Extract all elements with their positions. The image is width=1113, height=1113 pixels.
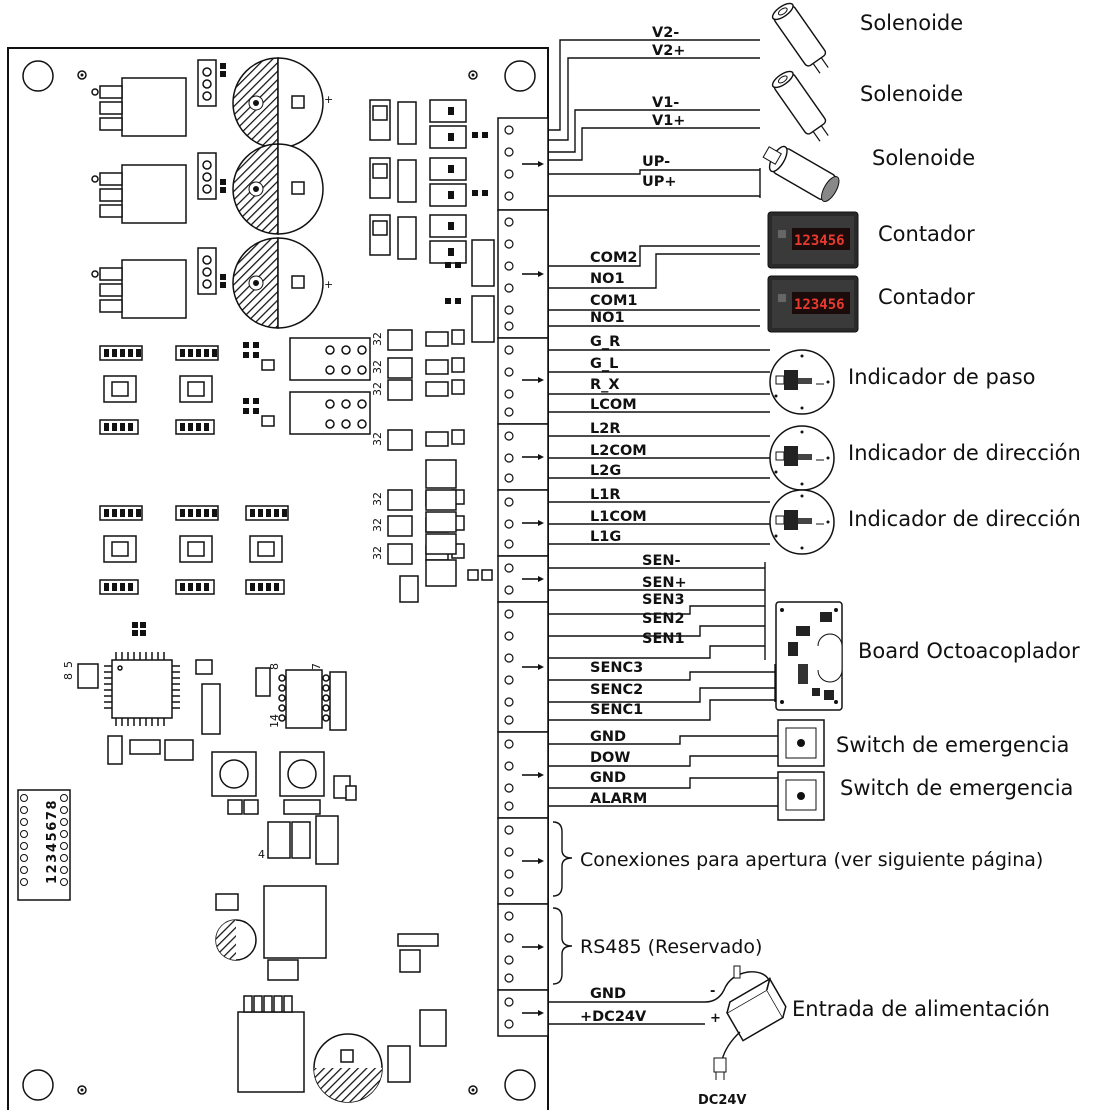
dip-pin-8: 8 <box>268 663 281 670</box>
reg-pin-4: 4 <box>258 848 265 861</box>
label-sen-plus: SEN+ <box>642 575 687 591</box>
label-sen1: SEN1 <box>642 631 685 647</box>
label-g-r: G_R <box>590 334 620 350</box>
mounting-hole <box>504 1069 536 1101</box>
direction-indicator-2: Indicador de dirección <box>769 489 1081 555</box>
relay-packs: 32 <box>370 329 493 603</box>
mounting-hole <box>504 60 536 92</box>
label-l2g: L2G <box>590 463 621 479</box>
direction-indicator-1-label: Indicador de dirección <box>848 441 1081 465</box>
solenoid-3: Solenoide <box>762 145 975 202</box>
label-dow: DOW <box>590 750 630 766</box>
label-sen2: SEN2 <box>642 611 685 627</box>
direction-indicator-1: Indicador de dirección <box>769 425 1081 491</box>
relays <box>243 337 371 435</box>
adapter-voltage-label: DC24V <box>698 1093 746 1108</box>
wire-labels: V2- V2+ V1- V1+ UP- UP+ COM2 NO1 COM1 NO… <box>580 25 687 1025</box>
label-v1-plus: V1+ <box>652 113 685 129</box>
label-lcom: LCOM <box>590 397 637 413</box>
label-sen-minus: SEN- <box>642 553 681 569</box>
label-up-minus: UP- <box>642 154 670 170</box>
label-senc2: SENC2 <box>590 682 643 698</box>
step-indicator-label: Indicador de paso <box>848 365 1035 389</box>
label-no1-b: NO1 <box>590 310 625 326</box>
direction-indicator-2-label: Indicador de dirección <box>848 507 1081 531</box>
emergency-switch-1: Switch de emergencia <box>777 719 1069 767</box>
octocoupler-board: Board Octoacoplador <box>775 601 1080 711</box>
relay-pin-mark: 32 <box>371 332 384 346</box>
ic-pin-8: 8 <box>62 673 75 680</box>
solenoid-2-label: Solenoide <box>860 82 963 106</box>
counter-2-label: Contador <box>878 285 975 309</box>
power-section: 4 <box>211 751 447 1103</box>
label-g-l: G_L <box>590 356 618 372</box>
label-l1com: L1COM <box>590 509 647 525</box>
label-com1: COM1 <box>590 293 638 309</box>
diodes-resistors <box>369 99 495 343</box>
octocoupler-board-label: Board Octoacoplador <box>858 639 1080 663</box>
label-l2r: L2R <box>590 421 621 437</box>
cap-plus-mark: + <box>324 93 333 106</box>
counter-1-label: Contador <box>878 222 975 246</box>
opening-connections-label: Conexiones para apertura (ver siguiente … <box>580 849 1043 871</box>
dip-pin-7: 7 <box>310 663 323 670</box>
label-l1g: L1G <box>590 529 621 545</box>
voltage-regulators <box>91 59 226 319</box>
solenoid-3-label: Solenoide <box>872 146 975 170</box>
counter-1: 123456 Contador <box>767 211 975 269</box>
label-gnd-2: GND <box>590 770 626 786</box>
svg-text:+: + <box>324 278 333 291</box>
rs485-label: RS485 (Reservado) <box>580 936 762 958</box>
adapter-minus: - <box>710 984 715 999</box>
label-v2-plus: V2+ <box>652 43 685 59</box>
opto-chips <box>99 345 289 595</box>
label-senc1: SENC1 <box>590 702 643 718</box>
emergency-switch-1-label: Switch de emergencia <box>836 733 1069 757</box>
label-r-x: R_X <box>590 377 620 393</box>
solenoid-1: Solenoide <box>769 0 963 78</box>
label-com2: COM2 <box>590 250 638 266</box>
solenoid-2: Solenoide <box>769 67 963 146</box>
label-gnd-1: GND <box>590 729 626 745</box>
dip-numbers: 12345678 <box>45 799 60 884</box>
label-l1r: L1R <box>590 487 621 503</box>
counter-2-display: 123456 <box>794 297 845 313</box>
terminal-blocks <box>497 117 549 1037</box>
label-dc24v: +DC24V <box>580 1009 647 1025</box>
label-up-plus: UP+ <box>642 174 677 190</box>
label-l2com: L2COM <box>590 443 647 459</box>
power-input-label: Entrada de alimentación <box>792 997 1050 1021</box>
label-v1-minus: V1- <box>652 95 679 111</box>
braces <box>552 821 573 985</box>
label-no1-a: NO1 <box>590 271 625 287</box>
emergency-switch-2: Switch de emergencia <box>777 771 1073 821</box>
label-gnd-3: GND <box>590 986 626 1002</box>
label-alarm: ALARM <box>590 791 647 807</box>
counter-2: 123456 Contador <box>767 275 975 333</box>
step-indicator: Indicador de paso <box>769 349 1035 415</box>
mounting-hole <box>22 1069 54 1101</box>
label-senc3: SENC3 <box>590 660 643 676</box>
label-sen3: SEN3 <box>642 592 685 608</box>
label-v2-minus: V2- <box>652 25 679 41</box>
mounting-hole <box>22 60 54 92</box>
dip-switch: 12345678 <box>17 789 71 901</box>
adapter-plus: + <box>710 1011 721 1026</box>
power-adapter: - + DC24V Entrada de alimentación <box>698 965 1050 1108</box>
emergency-switch-2-label: Switch de emergencia <box>840 776 1073 800</box>
microcontroller: 8 5 <box>62 622 221 765</box>
solenoid-1-label: Solenoide <box>860 11 963 35</box>
ic-pin-5: 5 <box>62 661 75 668</box>
dip-ic: 8 7 14 <box>255 663 347 731</box>
dip-pin-14: 14 <box>268 714 281 728</box>
wires <box>548 39 778 1025</box>
counter-1-display: 123456 <box>794 233 845 249</box>
electrolytic-capacitors: + + <box>232 57 333 329</box>
